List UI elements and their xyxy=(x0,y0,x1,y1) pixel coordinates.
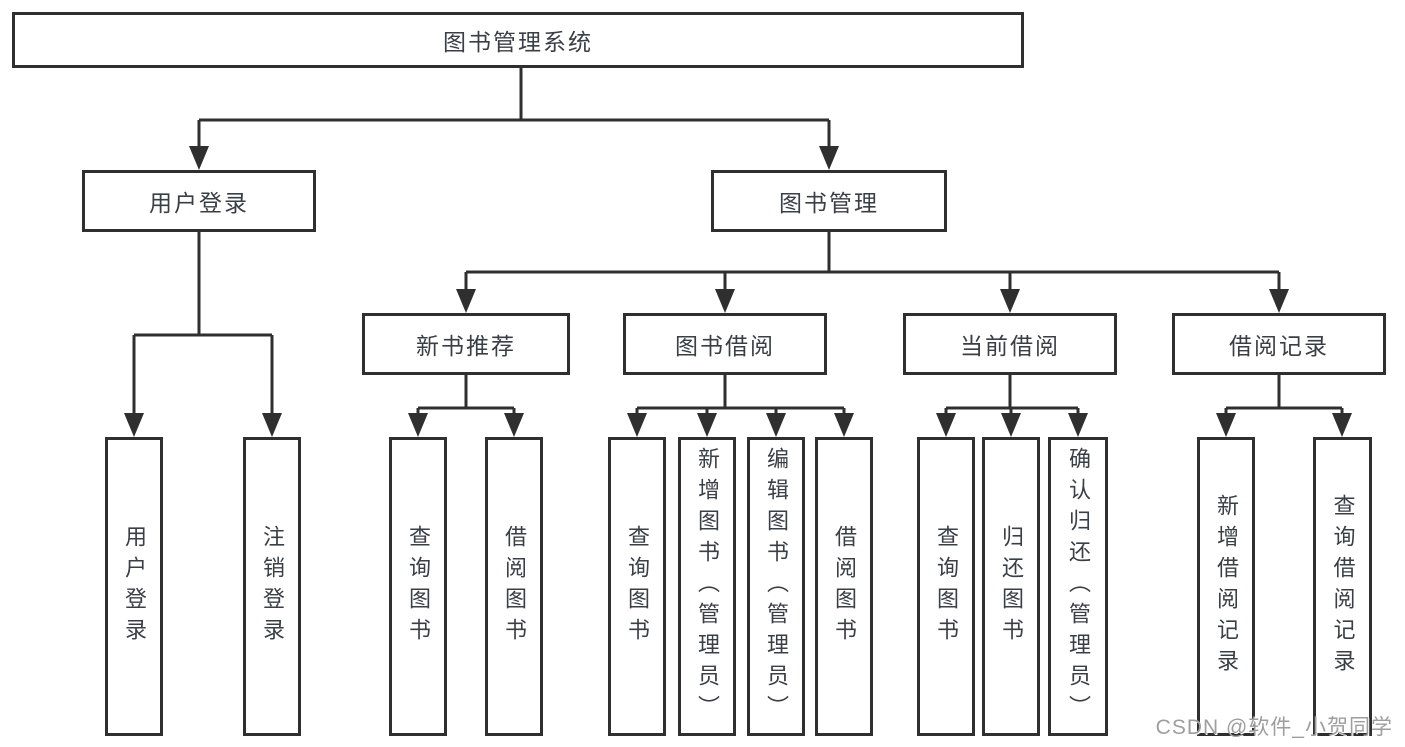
leaf-add-book-admin: 新增图书（管理员） xyxy=(678,437,736,736)
leaf-edit-book-admin: 编辑图书（管理员） xyxy=(747,437,805,736)
node-user-login: 用户登录 xyxy=(82,170,316,232)
node-borrow-records: 借阅记录 xyxy=(1172,313,1386,375)
leaf-query-books-recommend: 查询图书 xyxy=(389,437,447,736)
leaf-borrow-books: 借阅图书 xyxy=(815,437,873,736)
leaf-confirm-return-admin: 确认归还（管理员） xyxy=(1048,437,1108,736)
leaf-return-books: 归还图书 xyxy=(982,437,1040,736)
leaf-logout: 注销登录 xyxy=(243,437,301,736)
leaf-user-login: 用户登录 xyxy=(105,437,163,736)
node-current-borrow: 当前借阅 xyxy=(903,313,1117,375)
watermark: CSDN @软件_小贺同学 xyxy=(1155,716,1393,739)
node-book-management: 图书管理 xyxy=(711,170,947,232)
arrowheads xyxy=(124,146,1352,437)
leaf-query-books-current: 查询图书 xyxy=(917,437,975,736)
node-book-borrow: 图书借阅 xyxy=(623,313,827,375)
leaf-add-borrow-record: 新增借阅记录 xyxy=(1197,437,1255,736)
leaf-query-books-borrow: 查询图书 xyxy=(608,437,666,736)
leaf-query-borrow-record: 查询借阅记录 xyxy=(1313,437,1372,736)
node-new-book-recommend: 新书推荐 xyxy=(362,313,570,375)
node-root: 图书管理系统 xyxy=(12,12,1024,68)
leaf-borrow-books-recommend: 借阅图书 xyxy=(485,437,543,736)
